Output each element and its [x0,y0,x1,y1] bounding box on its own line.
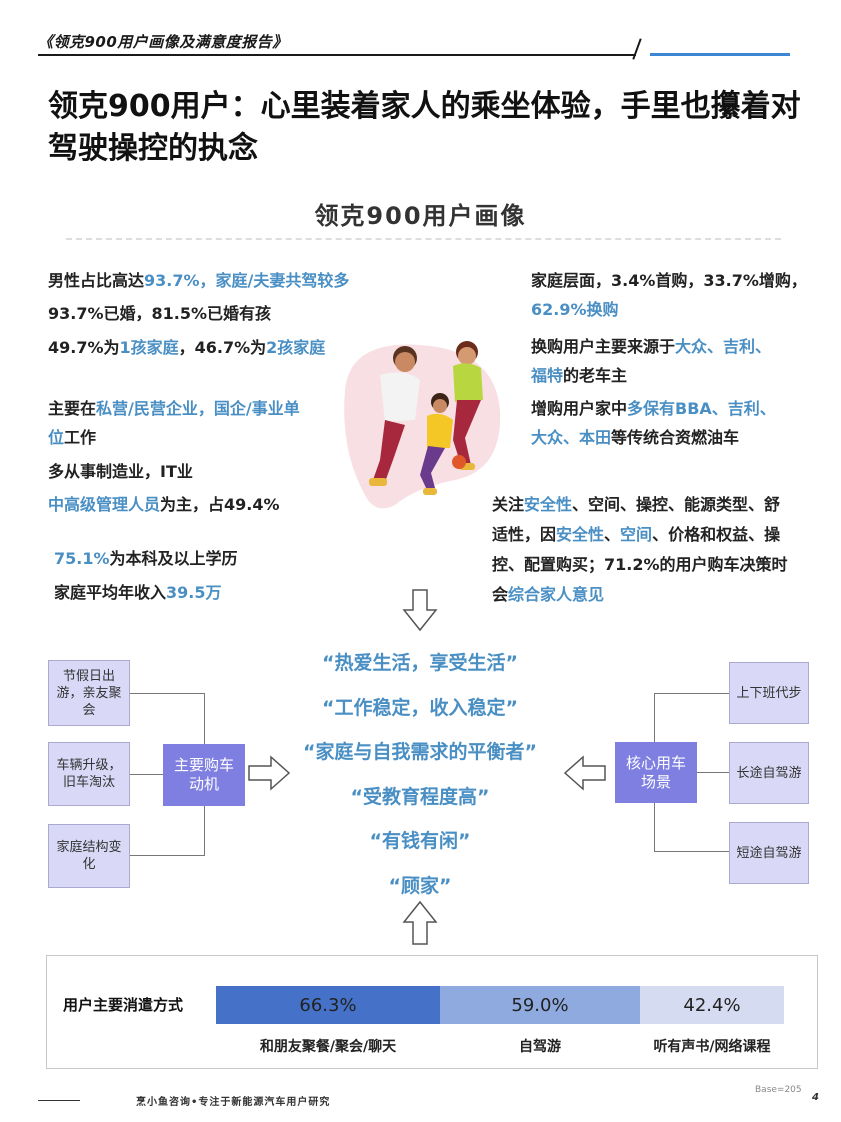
consumption-caption-selfdrive: 自驾游 [519,1039,561,1055]
motive-center-box: 主要购车动机 [163,744,245,806]
consumption-bar-dining: 66.3% [216,986,440,1024]
left-text-employer-cont: 位工作 [48,428,97,447]
page-title: 领克900用户：心里装着家人的乘坐体验，手里也攥着对驾驶操控的执念 [48,89,801,166]
left-text-position: 中高级管理人员为主，占49.4% [48,495,280,514]
connector-line [654,851,729,852]
right-text-additional: 增购用户家中多保有BBA、吉利、 [531,399,776,418]
connector-line [654,693,729,694]
footer-divider [38,1100,80,1101]
page-number: 4 [812,1092,819,1103]
right-text-purchase-type: 家庭层面，3.4%首购，33.7%增购， [531,271,807,290]
left-text-children: 49.7%为1孩家庭，46.7%为2孩家庭 [48,338,326,357]
consumption-panel [46,955,818,1069]
connector-line [654,803,655,852]
consumption-caption-audiobook: 听有声书/网络课程 [653,1039,771,1055]
persona-quote-5: “有钱有闲” [369,830,471,852]
footer-base-note: Base=205 [755,1085,802,1095]
left-text-income: 家庭平均年收入39.5万 [54,583,222,602]
arrow-up-icon [402,900,438,945]
footer-brand: 烹小鱼咨询•专注于新能源汽车用户研究 [136,1097,331,1108]
header-divider [38,54,636,56]
scenario-box-commute: 上下班代步 [729,662,809,724]
family-illustration [344,341,501,509]
left-text-gender: 男性占比高达93.7%，家庭/夫妻共驾较多 [48,271,350,290]
right-text-source-cont: 福特的老车主 [531,366,628,385]
connector-line [204,693,205,744]
right-text-replacement: 62.9%换购 [531,300,619,319]
arrow-down-icon [402,589,438,632]
consumption-bar-audiobook: 42.4% [640,986,784,1024]
scenario-box-short-trip: 短途自驾游 [729,822,809,884]
left-text-marriage: 93.7%已婚，81.5%已婚有孩 [48,304,272,323]
right-text-focus-2: 适性，因安全性、空间、价格和权益、操 [492,525,781,544]
motive-box-upgrade: 车辆升级，旧车淘汰 [48,742,130,806]
consumption-label: 用户主要消遣方式 [63,996,184,1014]
header-slash [632,38,642,60]
connector-line [130,774,164,775]
connector-line [654,693,655,743]
connector-line [204,806,205,856]
persona-quote-4: “受教育程度高” [350,786,490,808]
section-title: 领克900用户画像 [314,202,527,230]
consumption-caption-dining: 和朋友聚餐/聚会/聊天 [259,1039,397,1055]
persona-quote-2: “工作稳定，收入稳定” [322,697,518,719]
dashed-divider [66,238,781,240]
consumption-bar-selfdrive: 59.0% [440,986,640,1024]
scenario-center-box: 核心用车场景 [615,742,697,803]
right-text-source: 换购用户主要来源于大众、吉利、 [531,337,772,356]
arrow-left-icon [563,755,606,791]
right-text-focus-3: 控、配置购买；71.2%的用户购车决策时 [492,555,788,574]
connector-line [696,772,729,773]
scenario-box-long-trip: 长途自驾游 [729,742,809,804]
left-text-employer: 主要在私营/民营企业，国企/事业单 [48,399,300,418]
connector-line [130,693,205,694]
persona-quote-3: “家庭与自我需求的平衡者” [303,741,537,763]
right-text-focus-1: 关注安全性、空间、操控、能源类型、舒 [492,495,781,514]
right-text-family-opinion: 会综合家人意见 [492,585,605,604]
left-text-industry: 多从事制造业，IT业 [48,462,193,481]
right-text-additional-cont: 大众、本田等传统合资燃油车 [531,428,740,447]
persona-quote-6: “顾家” [388,875,452,897]
report-title: 《领克900用户画像及满意度报告》 [38,33,288,51]
header-accent-bar [650,53,790,56]
persona-quote-1: “热爱生活，享受生活” [322,652,518,674]
left-text-education: 75.1%为本科及以上学历 [54,549,238,568]
motive-box-family: 家庭结构变化 [48,824,130,888]
arrow-right-icon [248,755,291,791]
connector-line [130,855,205,856]
motive-box-holiday: 节假日出游，亲友聚会 [48,660,130,726]
